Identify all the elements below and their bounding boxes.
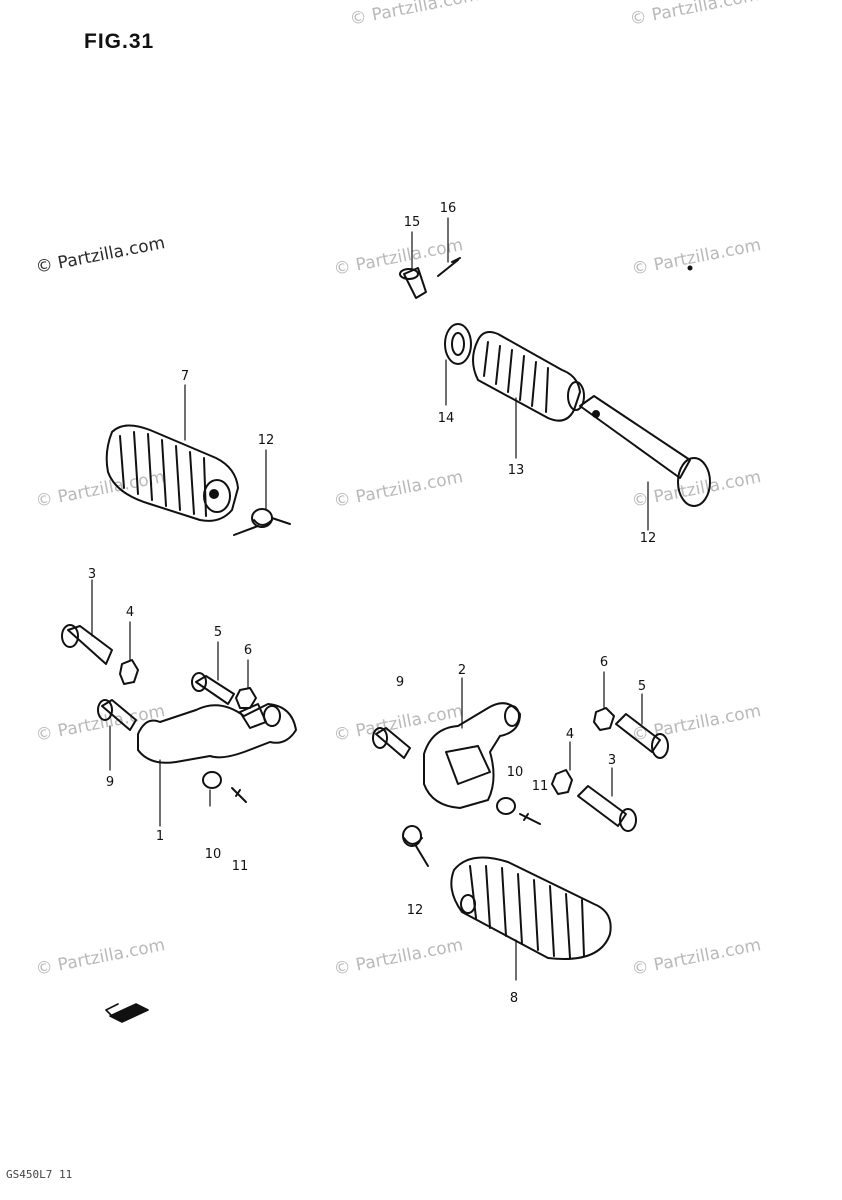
bracket-1 xyxy=(137,703,297,764)
footer-code: GS450L7 11 xyxy=(6,1168,73,1181)
callout-3-right: 3 xyxy=(607,753,617,768)
cotter-pin-11-left xyxy=(231,787,247,803)
nut-6-right xyxy=(593,707,615,731)
callout-1: 1 xyxy=(155,829,165,844)
callout-14: 13 xyxy=(507,463,525,478)
footrest-shaft-13 xyxy=(579,395,711,507)
cotter-pin-17 xyxy=(437,257,461,277)
bolt-3-right xyxy=(577,785,637,832)
callout-4: 4 xyxy=(125,605,135,620)
clevis-pin-16 xyxy=(399,267,427,299)
callout-17: 16 xyxy=(439,201,457,216)
washer-10-right xyxy=(496,797,516,815)
washer-10-left xyxy=(202,771,222,789)
callout-15: 14 xyxy=(437,411,455,426)
stray-dot xyxy=(687,265,693,271)
callout-2: 2 xyxy=(457,663,467,678)
bolt-5-left xyxy=(191,672,235,705)
washer-15 xyxy=(444,323,472,365)
bolt-9-left xyxy=(97,699,137,731)
footrest-rubber-14 xyxy=(472,331,585,422)
callout-6-right: 6 xyxy=(599,655,609,670)
bolt-3-left xyxy=(61,624,113,665)
front-arrow-icon xyxy=(105,1003,149,1023)
footrest-rubber-7 xyxy=(105,424,239,522)
callout-8: 8 xyxy=(509,991,519,1006)
callout-11-right: 11 xyxy=(531,779,549,794)
callout-7: 7 xyxy=(180,369,190,384)
callout-13: 12 xyxy=(639,531,657,546)
callout-5-right: 5 xyxy=(637,679,647,694)
bolt-5-right xyxy=(615,713,669,759)
callout-9-right: 9 xyxy=(395,675,405,690)
callout-12: 12 xyxy=(257,433,275,448)
bolt-9-right xyxy=(372,727,411,759)
callout-9: 9 xyxy=(105,775,115,790)
callout-3: 3 xyxy=(87,567,97,582)
callout-16: 15 xyxy=(403,215,421,230)
callout-10: 10 xyxy=(204,847,222,862)
nut-4-right xyxy=(551,769,573,795)
callout-4-right: 4 xyxy=(565,727,575,742)
nut-6-left xyxy=(235,687,257,709)
callout-12-right: 12 xyxy=(406,903,424,918)
callout-10-right: 10 xyxy=(506,765,524,780)
spring-12 xyxy=(233,508,291,536)
bracket-2 xyxy=(423,702,521,809)
footrest-rubber-8 xyxy=(450,856,612,960)
cotter-pin-11-right xyxy=(519,813,541,825)
callout-11: 11 xyxy=(231,859,249,874)
figure-title: FIG.31 xyxy=(84,30,155,53)
callout-6: 6 xyxy=(243,643,253,658)
spring-12-right xyxy=(402,825,429,867)
callout-5: 5 xyxy=(213,625,223,640)
leader-lines xyxy=(91,217,649,981)
nut-4-left xyxy=(119,659,139,685)
